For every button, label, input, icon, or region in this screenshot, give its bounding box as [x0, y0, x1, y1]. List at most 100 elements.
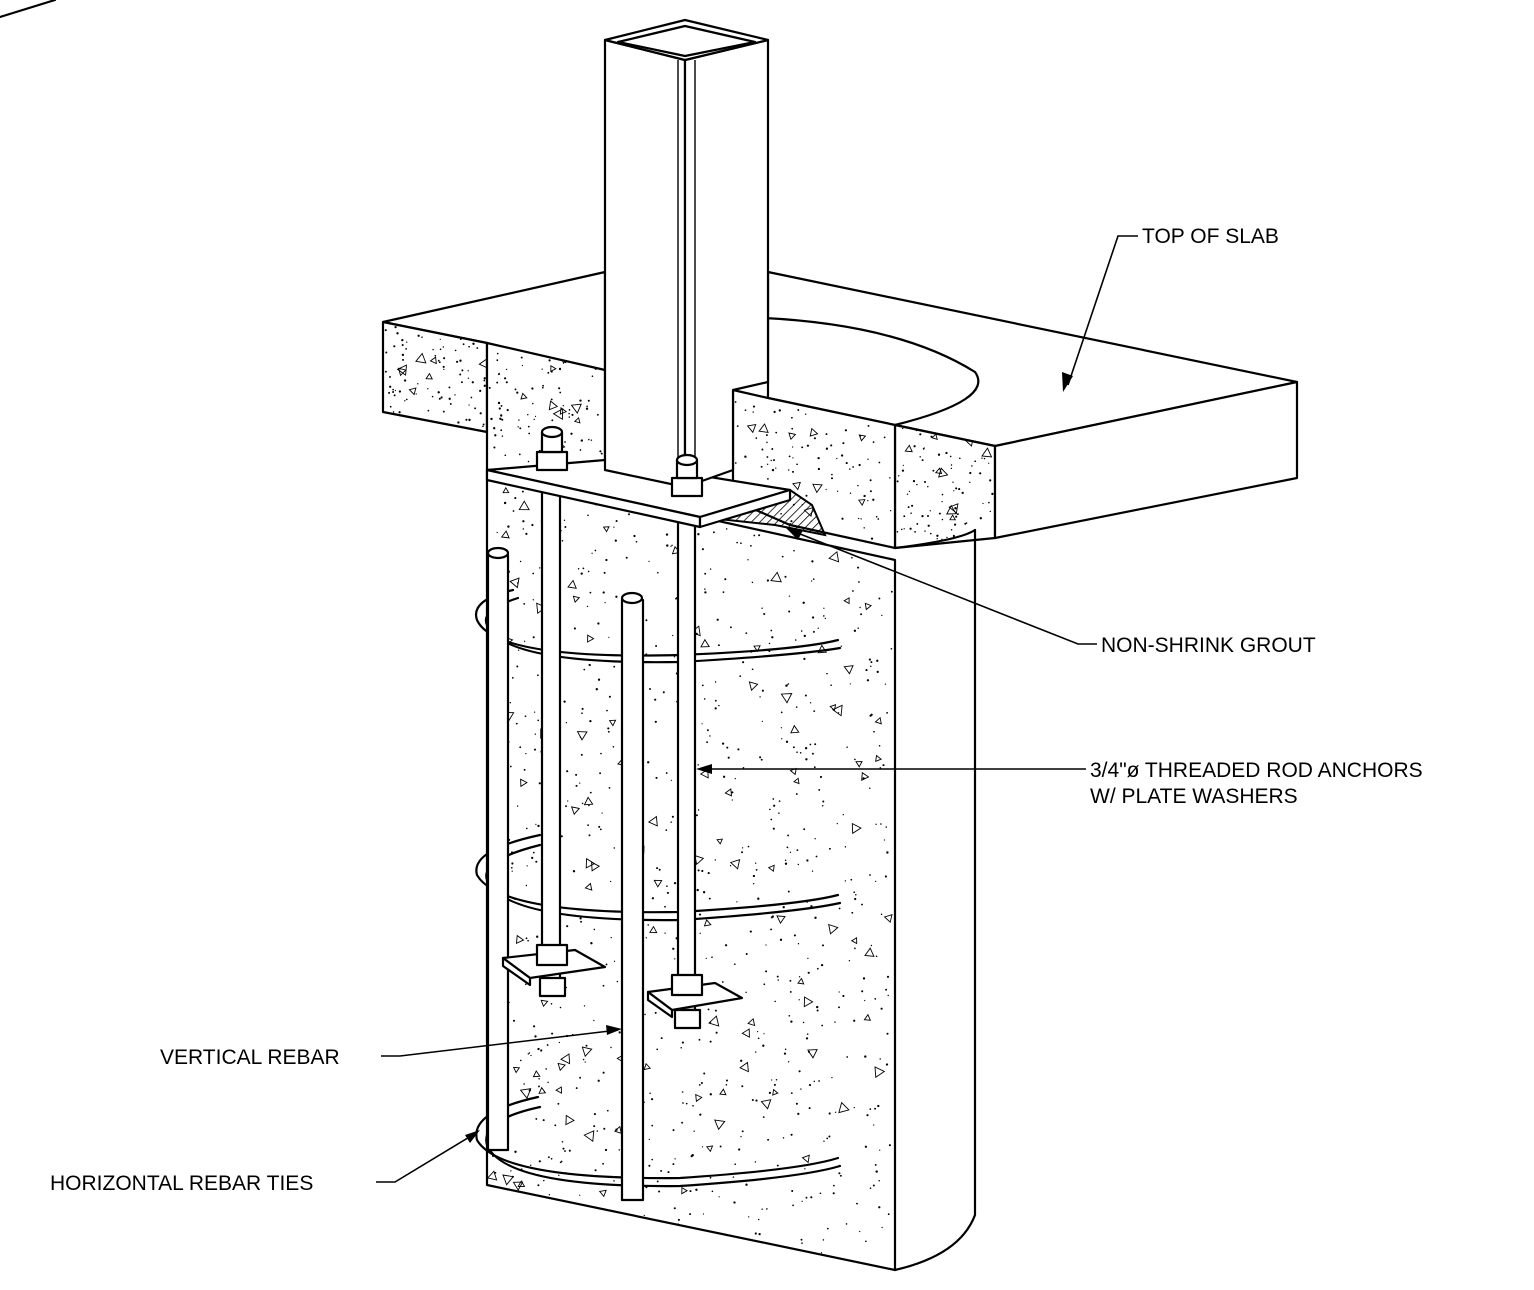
- top-nut-right: [670, 453, 704, 498]
- speckle-dot: [717, 1241, 720, 1244]
- speckle-dot: [500, 429, 503, 432]
- speckle-dot: [532, 599, 534, 601]
- speckle-dot: [811, 870, 814, 872]
- speckle-dot: [562, 1147, 565, 1150]
- speckle-dot: [530, 1054, 532, 1057]
- speckle-aggregate: [552, 408, 564, 420]
- speckle-dot: [773, 804, 776, 807]
- speckle-dot: [859, 606, 861, 609]
- speckle-dot: [781, 555, 784, 558]
- speckle-dot: [876, 659, 879, 662]
- speckle-aggregate: [560, 1053, 571, 1065]
- speckle-dot: [703, 1072, 706, 1075]
- speckle-dot: [869, 714, 872, 717]
- speckle-dot: [602, 1071, 605, 1074]
- speckle-aggregate: [748, 681, 759, 692]
- speckle-dot: [796, 849, 799, 852]
- speckle-dot: [537, 674, 539, 677]
- speckle-dot: [869, 874, 871, 876]
- speckle-dot: [565, 722, 568, 724]
- speckle-dot: [590, 439, 593, 441]
- speckle-dot: [392, 388, 394, 391]
- speckle-dot: [776, 975, 779, 978]
- speckle-dot: [467, 377, 470, 379]
- speckle-aggregate: [567, 579, 577, 589]
- speckle-dot: [673, 1207, 676, 1210]
- speckle-dot: [439, 338, 441, 340]
- speckle-dot: [882, 764, 885, 767]
- speckle-dot: [510, 1170, 512, 1172]
- speckle-dot: [697, 764, 699, 766]
- speckle-aggregate: [931, 433, 938, 440]
- speckle-dot: [656, 1048, 659, 1051]
- speckle-dot: [609, 880, 612, 883]
- speckle-dot: [462, 343, 465, 346]
- speckle-dot: [906, 493, 909, 495]
- speckle-dot: [509, 701, 512, 704]
- speckle-dot: [924, 530, 926, 532]
- speckle-dot: [784, 1048, 787, 1051]
- speckle-dot: [863, 527, 865, 529]
- speckle-dot: [852, 590, 854, 592]
- speckle-dot: [594, 1169, 597, 1172]
- border-stub: [0, 0, 57, 19]
- speckle-dot: [821, 944, 825, 947]
- speckle-dot: [780, 727, 783, 729]
- speckle-dot: [587, 570, 590, 573]
- speckle-dot: [748, 1216, 750, 1218]
- speckle-aggregate: [795, 1258, 805, 1266]
- speckle-aggregate: [555, 1086, 562, 1094]
- speckle-dot: [750, 545, 752, 547]
- speckle-dot: [736, 901, 738, 903]
- speckle-dot: [454, 349, 457, 352]
- speckle-dot: [765, 970, 768, 973]
- speckle-dot: [820, 1252, 823, 1254]
- speckle-aggregate: [874, 716, 882, 725]
- speckle-dot: [878, 597, 881, 600]
- speckle-dot: [913, 445, 916, 448]
- speckle-aggregate: [716, 838, 724, 845]
- speckle-dot: [506, 409, 509, 412]
- speckle-dot: [506, 1211, 508, 1213]
- speckle-dot: [747, 845, 750, 848]
- speckle-dot: [805, 758, 808, 761]
- speckle-dot: [754, 1232, 757, 1235]
- speckle-dot: [554, 1124, 557, 1127]
- speckle-dot: [538, 1160, 541, 1163]
- speckle-dot: [701, 548, 704, 551]
- speckle-aggregate: [934, 467, 943, 475]
- speckle-dot: [779, 938, 783, 941]
- speckle-dot: [587, 1217, 589, 1220]
- speckle-dot: [902, 464, 904, 466]
- speckle-dot: [673, 881, 677, 885]
- speckle-dot: [398, 390, 402, 393]
- speckle-dot: [761, 720, 763, 723]
- speckle-dot: [588, 834, 591, 837]
- speckle-dot: [496, 531, 498, 534]
- speckle-dot: [854, 947, 856, 950]
- speckle-dot: [665, 772, 668, 774]
- speckle-dot: [791, 446, 794, 448]
- speckle-dot: [644, 1013, 646, 1016]
- speckle-dot: [509, 765, 512, 768]
- speckle-dot: [783, 1052, 787, 1055]
- speckle-dot: [901, 528, 903, 531]
- speckle-dot: [658, 868, 661, 871]
- speckle-dot: [979, 472, 982, 475]
- speckle-dot: [693, 1130, 695, 1132]
- speckle-aggregate: [948, 503, 959, 514]
- speckle-dot: [597, 622, 600, 625]
- speckle-dot: [542, 384, 545, 387]
- speckle-dot: [805, 1257, 808, 1259]
- speckle-dot: [873, 730, 875, 733]
- speckle-aggregate: [874, 1066, 886, 1079]
- speckle-dot: [969, 471, 972, 475]
- speckle-dot: [714, 699, 717, 702]
- speckle-dot: [772, 798, 775, 800]
- speckle-dot: [582, 1058, 585, 1061]
- speckle-dot: [854, 758, 856, 761]
- speckle-dot: [449, 402, 452, 405]
- speckle-dot: [822, 615, 825, 617]
- speckle-dot: [540, 1049, 543, 1052]
- speckle-dot: [789, 979, 792, 982]
